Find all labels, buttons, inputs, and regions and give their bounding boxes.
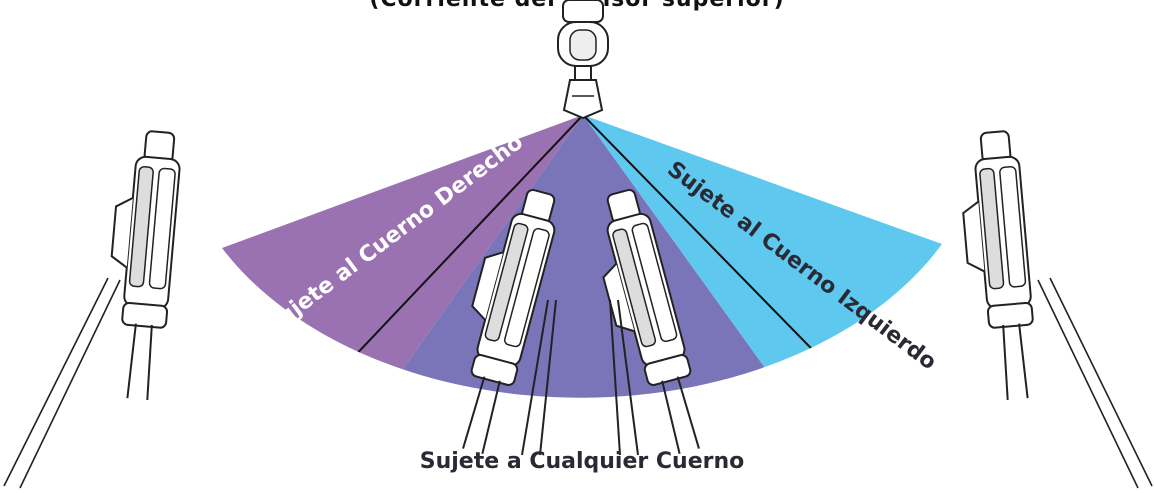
label-any-horn: Sujete a Cualquier Cuerno xyxy=(420,449,745,474)
sensor-icon xyxy=(557,0,609,120)
hair-clipper-icon xyxy=(98,127,184,402)
zone-divider-right xyxy=(582,115,851,389)
hair-clipper-icon xyxy=(955,129,1041,404)
zone-any-horn xyxy=(310,115,860,398)
